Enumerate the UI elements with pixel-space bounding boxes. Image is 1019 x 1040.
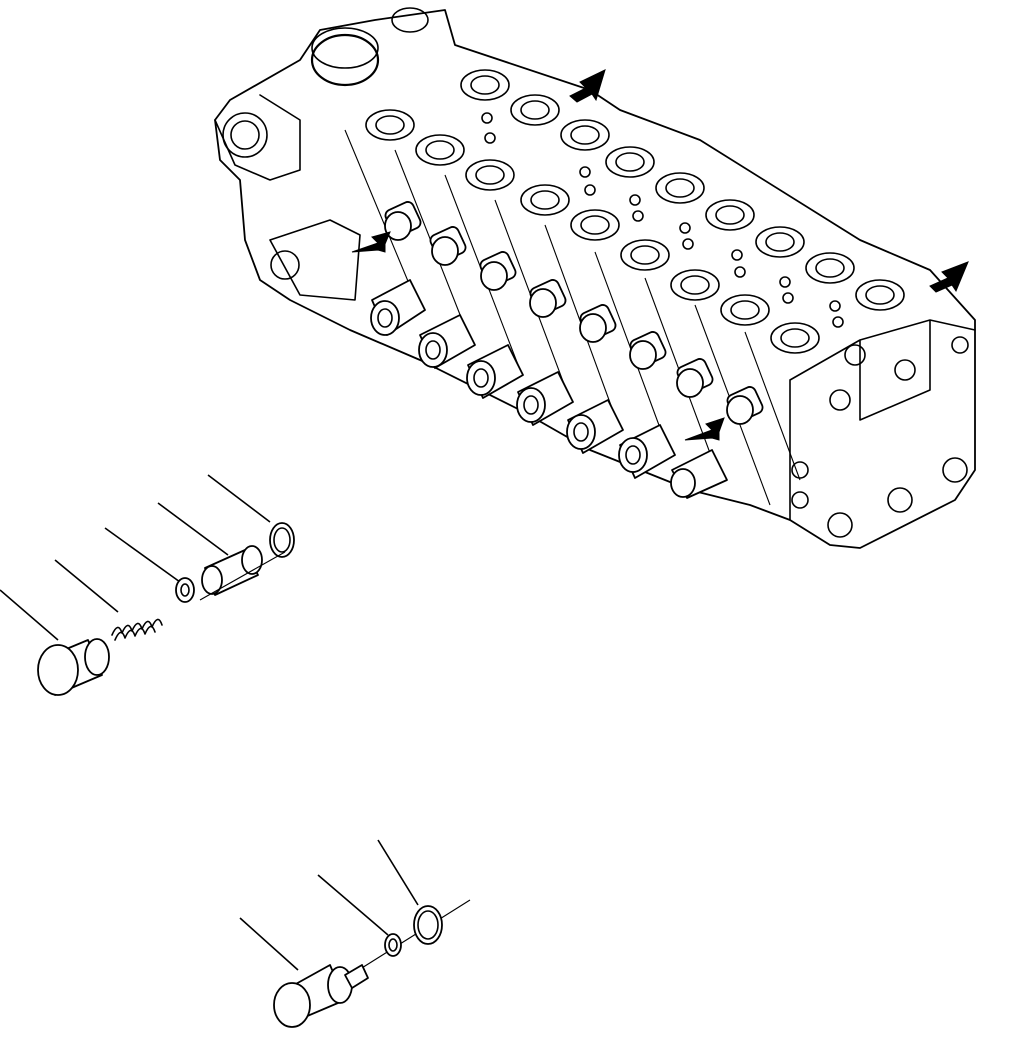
- large-o-ring: [413, 905, 443, 945]
- leader-line: [54, 559, 119, 613]
- spring: [111, 618, 163, 641]
- port-holes: [365, 69, 905, 354]
- arrow-icon: [351, 231, 391, 253]
- poppet: [201, 545, 263, 596]
- small-o-ring: [384, 933, 402, 957]
- leader-line: [207, 474, 271, 523]
- arrow-icon: [929, 261, 969, 293]
- plug: [273, 964, 369, 1028]
- spool-caps: [370, 279, 728, 499]
- spool-cap: [566, 399, 624, 454]
- spool-cap: [516, 371, 574, 426]
- plug-exploded: [239, 839, 471, 1028]
- leader-line: [157, 502, 229, 556]
- leader-line: [0, 589, 59, 641]
- arrow-icon: [569, 69, 606, 103]
- relief-plug: [37, 638, 110, 696]
- leader-line: [317, 874, 389, 936]
- leader-line: [377, 839, 419, 906]
- relief-valve-exploded: [0, 474, 295, 696]
- spool-cap: [466, 344, 524, 399]
- spool-cap: [670, 449, 728, 499]
- spool-cap: [418, 314, 476, 369]
- leader-line: [104, 527, 181, 583]
- location-arrows: [351, 69, 969, 441]
- valve-block: [214, 7, 976, 549]
- shim-ring: [175, 577, 195, 603]
- o-ring: [269, 522, 295, 558]
- leader-line: [239, 917, 299, 971]
- relief-plugs: [384, 201, 764, 425]
- spool-cap: [618, 424, 676, 479]
- arrow-icon: [684, 417, 725, 441]
- spool-cap: [370, 279, 426, 336]
